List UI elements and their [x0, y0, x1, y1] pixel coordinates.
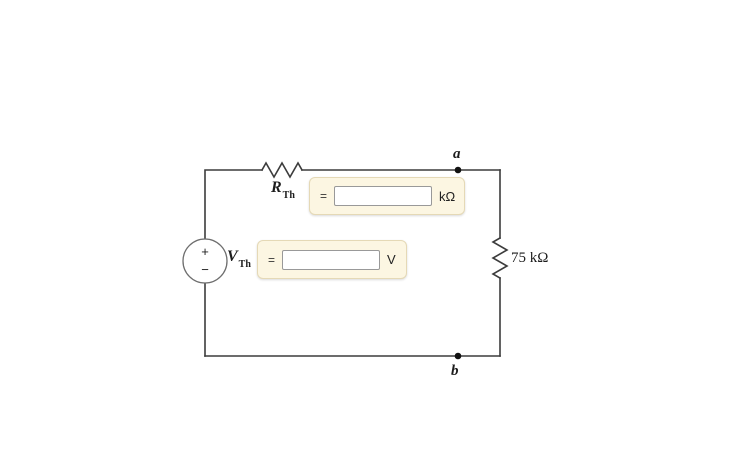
vth-answer-input[interactable]	[282, 249, 381, 270]
vth-answer-panel: = V	[257, 240, 407, 279]
terminal-a-label: a	[453, 146, 461, 162]
vth-label-sub: Th	[238, 259, 251, 271]
circuit-wires	[204, 161, 509, 357]
rth-answer-panel: = kΩ	[309, 177, 465, 215]
rth-unit-label: kΩ	[439, 188, 456, 204]
terminal-a-dot	[454, 166, 462, 174]
terminal-b-dot	[454, 352, 462, 360]
source-minus-sign: −	[201, 262, 209, 277]
rth-label: RTh	[271, 179, 295, 202]
rth-answer-input[interactable]	[334, 186, 433, 206]
rth-equals-sign: =	[320, 189, 328, 203]
source-circle	[182, 238, 228, 284]
load-resistor-symbol	[491, 236, 509, 280]
terminal-b-label: b	[451, 363, 459, 379]
rth-label-sub: Th	[282, 190, 295, 202]
voltage-source-symbol: + −	[182, 238, 228, 284]
vth-label-base: V	[227, 248, 238, 265]
vth-unit-label: V	[387, 252, 396, 267]
vth-equals-sign: =	[268, 252, 276, 267]
rth-label-base: R	[271, 179, 282, 196]
left-top-wire	[204, 169, 263, 240]
source-plus-sign: +	[201, 244, 209, 259]
vth-label: VTh	[227, 248, 251, 271]
load-resistor-label: 75 kΩ	[511, 250, 549, 266]
rth-resistor-symbol	[260, 161, 304, 179]
